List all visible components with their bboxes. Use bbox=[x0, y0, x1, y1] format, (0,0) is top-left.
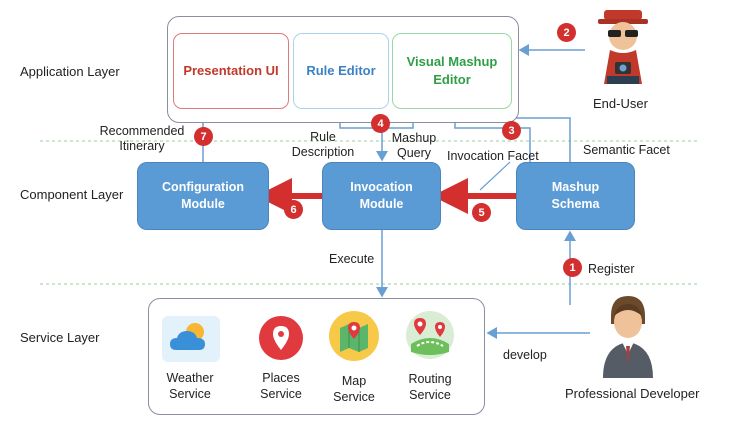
visual-mashup-editor-label: Visual Mashup Editor bbox=[406, 54, 498, 87]
execute-label: Execute bbox=[329, 252, 375, 266]
map-service-label: Map Service bbox=[333, 374, 375, 404]
semantic-facet-label: Semantic Facet bbox=[583, 143, 670, 157]
register-label: Register bbox=[588, 262, 635, 276]
step-5-badge: 5 bbox=[472, 203, 491, 222]
recommended-itinerary-label: Recommended Itinerary bbox=[99, 124, 185, 153]
mashup-schema: Mashup Schema bbox=[516, 162, 635, 230]
invocation-facet-line bbox=[479, 161, 511, 191]
visual-mashup-editor-box: Visual Mashup Editor bbox=[392, 33, 512, 109]
professional-developer-label: Professional Developer bbox=[565, 386, 700, 401]
rule-description-label: Rule Description bbox=[291, 130, 355, 159]
step-1-badge: 1 bbox=[563, 258, 582, 277]
service-layer-label: Service Layer bbox=[20, 330, 100, 345]
end-user-icon bbox=[598, 10, 648, 84]
step-7-badge: 7 bbox=[194, 127, 213, 146]
professional-developer-icon bbox=[603, 296, 653, 378]
map-icon bbox=[329, 311, 379, 361]
configuration-module-label: Configuration Module bbox=[162, 180, 244, 211]
routing-service-label: Routing Service bbox=[408, 372, 452, 402]
step-6-badge: 6 bbox=[284, 200, 303, 219]
mashup-query-label: Mashup Query bbox=[391, 131, 437, 160]
routing-icon bbox=[406, 311, 454, 359]
component-layer-label: Component Layer bbox=[20, 187, 124, 202]
places-icon bbox=[259, 316, 303, 360]
step-2-badge: 2 bbox=[557, 23, 576, 42]
presentation-ui-box: Presentation UI bbox=[173, 33, 289, 109]
invocation-facet-label: Invocation Facet bbox=[447, 149, 539, 163]
rule-editor-label: Rule Editor bbox=[306, 63, 376, 78]
weather-icon bbox=[162, 316, 220, 362]
presentation-ui-label: Presentation UI bbox=[183, 63, 279, 78]
rule-editor-box: Rule Editor bbox=[293, 33, 389, 109]
step-4-badge: 4 bbox=[371, 114, 390, 133]
end-user-label: End-User bbox=[593, 96, 648, 111]
application-layer-label: Application Layer bbox=[20, 64, 120, 79]
invocation-module-label: Invocation Module bbox=[350, 180, 413, 211]
mashup-schema-label: Mashup Schema bbox=[551, 180, 600, 211]
places-service-label: Places Service bbox=[260, 371, 302, 401]
develop-label: develop bbox=[503, 348, 547, 362]
weather-service-label: Weather Service bbox=[166, 371, 214, 401]
configuration-module: Configuration Module bbox=[137, 162, 269, 230]
step-3-badge: 3 bbox=[502, 121, 521, 140]
invocation-module: Invocation Module bbox=[322, 162, 441, 230]
